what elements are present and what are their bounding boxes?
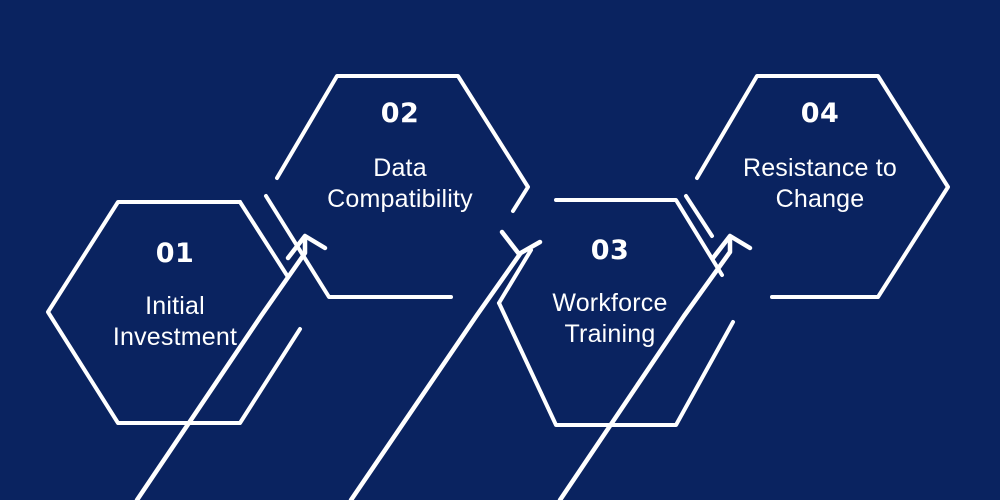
hexagon-outline-03[interactable] — [554, 198, 724, 277]
step-label-02: Data Compatibility — [327, 154, 473, 213]
connector-arrow-02-to-03 — [348, 251, 523, 500]
hexagon-outline-01[interactable] — [46, 200, 302, 425]
step-node-02[interactable]: 02 Data Compatibility — [270, 100, 530, 215]
step-node-01[interactable]: 01 Initial Investment — [45, 240, 305, 353]
step-label-03: Workforce Training — [552, 289, 668, 348]
hexagon-outline-03-body — [497, 301, 735, 427]
arrowhead-01-to-02 — [285, 233, 328, 261]
hexagon-outline-04-lower-left — [684, 194, 714, 238]
step-number-03: 03 — [590, 235, 630, 266]
step-node-03[interactable]: 03 Workforce Training — [480, 237, 740, 350]
connector-arrow-03-to-04 — [557, 234, 733, 500]
step-number-01: 01 — [155, 238, 195, 269]
hexagon-outline-04[interactable] — [695, 74, 950, 299]
connector-arrow-01-to-02 — [134, 234, 308, 500]
step-node-04[interactable]: 04 Resistance to Change — [690, 100, 950, 215]
arrowhead-02-to-03 — [499, 229, 543, 257]
hexagon-outline-02-lower-left — [264, 194, 453, 299]
step-number-02: 02 — [380, 98, 420, 129]
hexagon-outline-03-left — [497, 248, 533, 305]
arrowhead-03-to-04 — [710, 233, 753, 261]
hexagon-outline-02[interactable] — [275, 74, 530, 213]
hexagon-outline-01-upper-right — [238, 200, 290, 279]
step-label-04: Resistance to Change — [742, 154, 898, 213]
step-number-04: 04 — [800, 98, 840, 129]
step-label-01: Initial Investment — [112, 292, 238, 351]
